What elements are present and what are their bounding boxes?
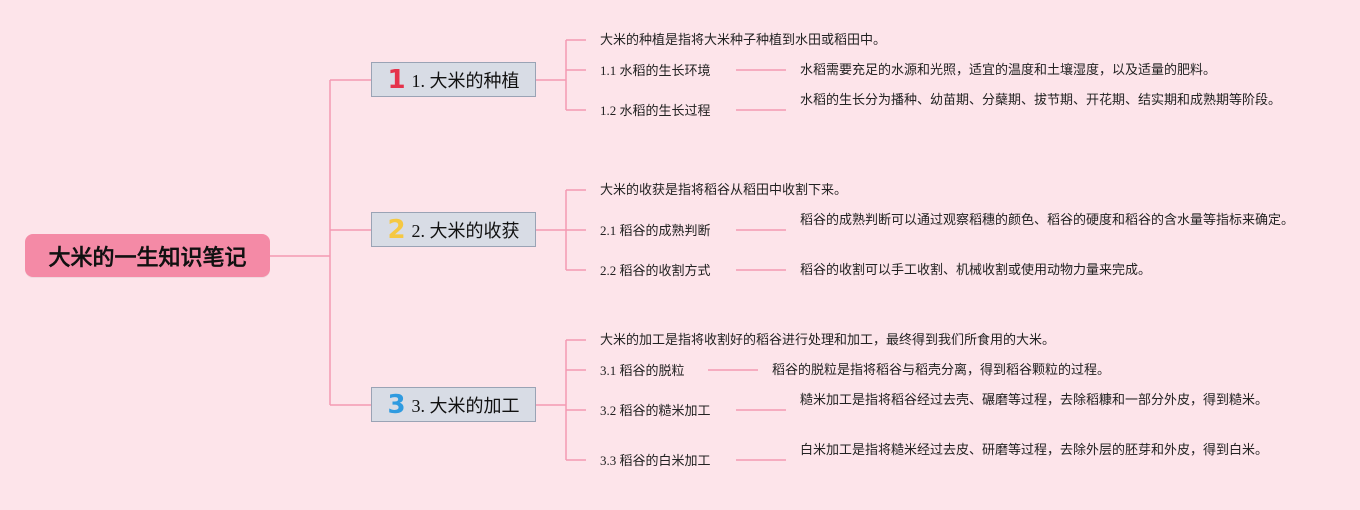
topic-3-1-label: 3.1 稻谷的脱粒 — [600, 363, 685, 378]
topic-1-2-desc: 水稻的生长分为播种、幼苗期、分蘖期、拔节期、开花期、结实期和成熟期等阶段。 — [800, 93, 1282, 108]
topic-2-1-desc: 稻谷的成熟判断可以通过观察稻穗的颜色、稻谷的硬度和稻谷的含水量等指标来确定。 — [800, 213, 1295, 228]
topic-3-2-label: 3.2 稻谷的糙米加工 — [600, 403, 711, 418]
branch-3-intro: 大米的加工是指将收割好的稻谷进行处理和加工，最终得到我们所食用的大米。 — [600, 333, 1056, 348]
number-three-icon: 3 — [387, 389, 406, 420]
topic-2-2-label: 2.2 稻谷的收割方式 — [600, 263, 711, 278]
root-node[interactable]: 大米的一生知识笔记 — [25, 234, 270, 277]
topic-2-2-desc: 稻谷的收割可以手工收割、机械收割或使用动物力量来完成。 — [800, 263, 1152, 278]
topic-3-2-desc: 糙米加工是指将稻谷经过去壳、碾磨等过程，去除稻糠和一部分外皮，得到糙米。 — [800, 393, 1269, 408]
branch-2-label: 2. 大米的收获 — [411, 220, 520, 241]
branch-3-node[interactable]: 3 3. 大米的加工 — [371, 387, 536, 422]
topic-2-1-label: 2.1 稻谷的成熟判断 — [600, 223, 711, 238]
topic-3-1-desc: 稻谷的脱粒是指将稻谷与稻壳分离，得到稻谷颗粒的过程。 — [772, 363, 1111, 378]
root-title: 大米的一生知识笔记 — [48, 245, 247, 271]
branch-1-label: 1. 大米的种植 — [411, 70, 520, 91]
branch-2-intro: 大米的收获是指将稻谷从稻田中收割下来。 — [600, 183, 848, 198]
branch-2-node[interactable]: 2 2. 大米的收获 — [371, 212, 536, 247]
branch-1-node[interactable]: 1 1. 大米的种植 — [371, 62, 536, 97]
topic-1-1-desc: 水稻需要充足的水源和光照，适宜的温度和土壤湿度，以及适量的肥料。 — [800, 63, 1217, 78]
number-two-icon: 2 — [387, 214, 406, 245]
branch-1-intro: 大米的种植是指将大米种子种植到水田或稻田中。 — [600, 33, 887, 48]
topic-3-3-desc: 白米加工是指将糙米经过去皮、研磨等过程，去除外层的胚芽和外皮，得到白米。 — [800, 443, 1269, 458]
branch-3-label: 3. 大米的加工 — [411, 395, 520, 416]
number-one-icon: 1 — [387, 64, 406, 95]
topic-3-3-label: 3.3 稻谷的白米加工 — [600, 453, 711, 468]
topic-1-1-label: 1.1 水稻的生长环境 — [600, 63, 711, 78]
topic-1-2-label: 1.2 水稻的生长过程 — [600, 103, 711, 118]
